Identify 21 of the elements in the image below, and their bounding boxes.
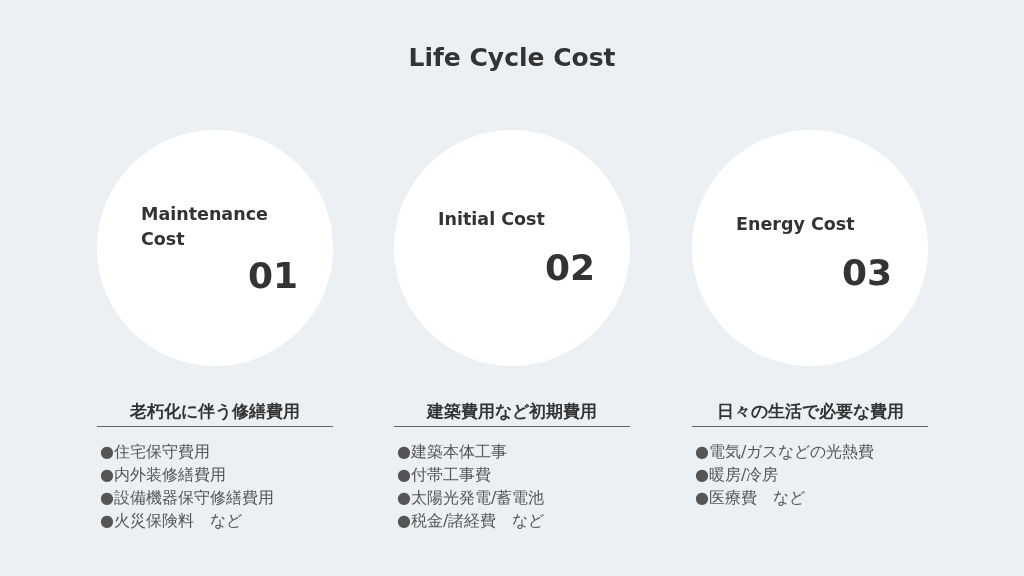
circle-title: Energy Cost bbox=[736, 213, 855, 236]
section-heading: 老朽化に伴う修繕費用 bbox=[97, 398, 333, 427]
list-item: ●住宅保守費用 bbox=[100, 441, 210, 463]
list-item: ●火災保険料 など bbox=[100, 510, 242, 532]
list-item: ●税金/諸経費 など bbox=[397, 510, 545, 532]
section-heading: 日々の生活で必要な費用 bbox=[692, 398, 928, 427]
section-heading: 建築費用など初期費用 bbox=[394, 398, 630, 427]
list-item: ●内外装修繕費用 bbox=[100, 464, 226, 486]
list-item: ●暖房/冷房 bbox=[695, 464, 779, 486]
list-item: ●建築本体工事 bbox=[397, 441, 507, 463]
list-item: ●医療費 など bbox=[695, 487, 805, 509]
list-item: ●電気/ガスなどの光熱費 bbox=[695, 441, 875, 463]
step-number: 01 bbox=[248, 257, 299, 295]
diagram-title: Life Cycle Cost bbox=[408, 42, 616, 74]
circle-title: Initial Cost bbox=[438, 208, 545, 231]
list-item: ●太陽光発電/蓄電池 bbox=[397, 487, 545, 509]
list-item: ●設備機器保守修繕費用 bbox=[100, 487, 274, 509]
circle-title: Maintenance Cost bbox=[141, 203, 268, 251]
step-number: 03 bbox=[842, 254, 893, 292]
list-item: ●付帯工事費 bbox=[397, 464, 491, 486]
step-number: 02 bbox=[545, 249, 596, 287]
